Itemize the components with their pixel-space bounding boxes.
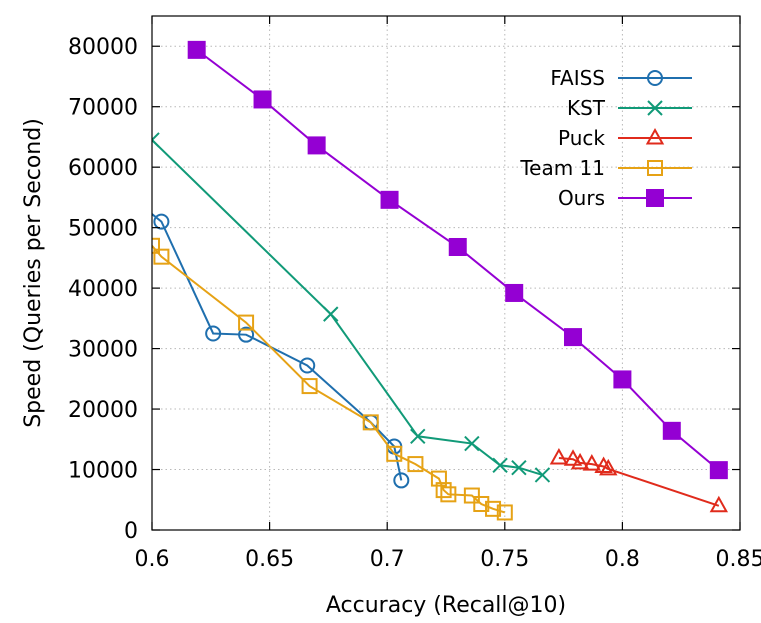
data-point xyxy=(448,237,467,256)
grid xyxy=(152,16,740,530)
y-tick-label: 40000 xyxy=(68,277,138,302)
series-line xyxy=(558,457,720,507)
y-tick-label: 60000 xyxy=(68,156,138,181)
series-ours xyxy=(187,40,728,480)
data-point xyxy=(549,447,569,465)
data-point xyxy=(386,445,403,462)
y-tick-label: 80000 xyxy=(68,35,138,60)
series-line xyxy=(196,49,720,471)
legend-marker xyxy=(647,100,663,116)
y-tick-label: 30000 xyxy=(68,338,138,363)
data-point xyxy=(564,328,583,347)
data-point xyxy=(153,248,170,265)
x-tick-label: 0.75 xyxy=(480,547,529,572)
legend-marker xyxy=(646,189,664,207)
x-tick-label: 0.65 xyxy=(245,547,294,572)
y-axis-label: Speed (Queries per Second) xyxy=(21,118,46,428)
data-point xyxy=(323,306,339,322)
data-point xyxy=(662,421,681,440)
data-point xyxy=(253,90,272,109)
y-tick-label: 70000 xyxy=(68,96,138,121)
legend-label: KST xyxy=(567,96,606,120)
data-point xyxy=(485,500,502,517)
y-tick-label: 0 xyxy=(124,519,138,544)
series-line xyxy=(152,212,403,481)
data-point xyxy=(238,314,255,331)
data-point xyxy=(709,495,729,513)
data-point xyxy=(534,467,551,483)
data-point xyxy=(563,449,583,466)
data-point xyxy=(496,504,513,521)
data-point xyxy=(407,456,424,473)
legend-marker xyxy=(645,127,665,145)
x-tick-label: 0.85 xyxy=(716,547,761,572)
ticks: 0.6 0.65 0.7 0.75 0.8 0.85 0 10000 20000 30000 400… xyxy=(68,16,761,572)
x-tick-label: 0.6 xyxy=(135,547,170,572)
series-puck xyxy=(549,447,729,513)
legend-label: Puck xyxy=(558,126,605,150)
x-tick-label: 0.7 xyxy=(370,547,405,572)
data-point xyxy=(473,495,490,512)
data-point xyxy=(299,357,316,374)
legend-marker xyxy=(647,160,663,176)
data-point xyxy=(307,136,326,155)
series-line xyxy=(152,139,543,476)
data-point xyxy=(238,326,255,343)
data-point xyxy=(410,428,426,444)
data-point xyxy=(393,472,410,489)
data-point xyxy=(380,190,399,209)
data-point xyxy=(301,378,318,395)
data-point xyxy=(205,325,222,342)
series-faiss xyxy=(152,212,410,489)
legend-item: Puck xyxy=(558,126,692,150)
data-point xyxy=(187,40,206,59)
data-point xyxy=(440,486,457,503)
legend-label: Ours xyxy=(558,186,605,210)
data-point xyxy=(594,456,613,474)
data-point xyxy=(709,461,728,480)
data-point xyxy=(492,457,508,474)
data-point xyxy=(464,435,480,452)
x-axis-label: Accuracy (Recall@10) xyxy=(326,593,566,618)
series-kst xyxy=(152,132,551,483)
legend-item: FAISS xyxy=(550,66,692,90)
legend-label: FAISS xyxy=(550,66,605,90)
series-team-11 xyxy=(152,237,513,521)
legend-marker xyxy=(647,70,663,86)
y-tick-label: 20000 xyxy=(68,398,138,423)
plot-frame xyxy=(151,15,741,531)
data-point xyxy=(511,460,527,476)
series-layer xyxy=(152,40,729,521)
data-point xyxy=(505,283,524,302)
data-point xyxy=(152,132,160,148)
y-tick-label: 10000 xyxy=(68,459,138,484)
data-point xyxy=(613,370,632,389)
data-point xyxy=(570,452,590,470)
data-point xyxy=(463,487,480,504)
legend-item: Team 11 xyxy=(519,156,692,180)
data-point xyxy=(599,458,618,476)
data-point xyxy=(430,470,447,487)
y-tick-label: 50000 xyxy=(68,217,138,242)
data-point xyxy=(435,482,452,499)
legend-item: Ours xyxy=(558,186,692,210)
data-point xyxy=(152,237,160,254)
legend-label: Team 11 xyxy=(519,156,605,180)
x-tick-label: 0.8 xyxy=(605,547,640,572)
data-point xyxy=(153,213,170,230)
data-point xyxy=(362,414,379,431)
legend-item: KST xyxy=(567,96,692,120)
series-line xyxy=(152,245,506,514)
data-point xyxy=(582,454,602,471)
